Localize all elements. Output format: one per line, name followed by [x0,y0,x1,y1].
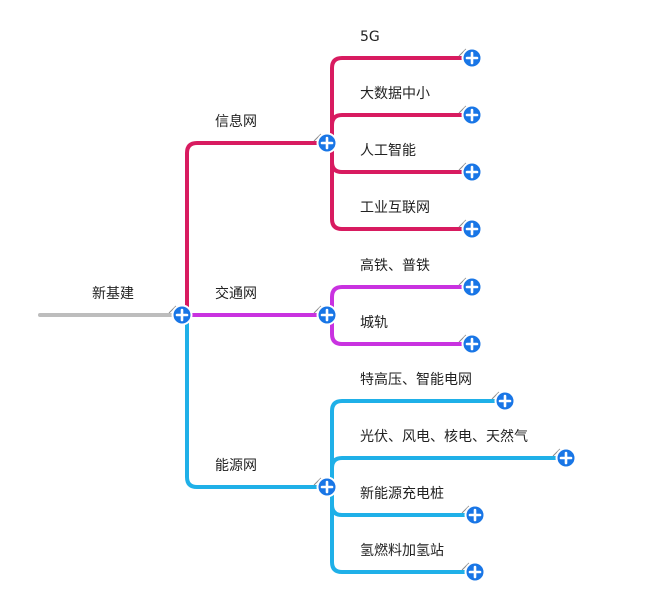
leaf-expand-button-1-4[interactable] [461,218,483,240]
branch-label-2: 交通网 [215,285,257,302]
leaf-expand-button-2-1[interactable] [461,276,483,298]
leaf-label-1-4: 工业互联网 [360,200,430,216]
leaf-label-2-1: 高铁、普铁 [360,257,430,274]
expand-buttons [171,47,577,583]
leaf-expand-button-1-1[interactable] [461,47,483,69]
leaf-expand-button-2-2[interactable] [461,333,483,355]
leaf-connector-2-2 [325,313,474,346]
leaf-label-1-3: 人工智能 [360,143,416,159]
branch-label-3: 能源网 [215,458,257,474]
leaf-label-2-2: 城轨 [360,315,388,331]
leaf-label-3-3: 新能源充电桩 [360,485,444,502]
branch-expand-button-2[interactable] [316,304,338,326]
connector-lines [38,48,568,574]
leaf-expand-button-1-2[interactable] [461,104,483,126]
leaf-connector-3-2 [325,456,568,489]
leaf-expand-button-3-3[interactable] [464,504,486,526]
leaf-label-3-1: 特高压、智能电网 [360,371,472,388]
leaf-label-3-4: 氢燃料加氢站 [360,542,444,559]
branch-expand-button-1[interactable] [316,132,338,154]
leaf-connector-2-1 [325,285,474,317]
root-topic-label: 新基建 [92,285,134,302]
leaf-expand-button-1-3[interactable] [461,161,483,183]
leaf-expand-button-3-1[interactable] [494,390,516,412]
leaf-label-1-1: 5G [360,29,380,45]
leaf-expand-button-3-2[interactable] [555,447,577,469]
root-expand-button[interactable] [171,304,193,326]
leaf-label-1-2: 大数据中小 [360,86,430,102]
leaf-expand-button-3-4[interactable] [464,561,486,583]
leaf-label-3-2: 光伏、风电、核电、天然气 [360,428,528,445]
leaf-connector-1-2 [325,113,474,145]
branch-expand-button-3[interactable] [316,476,338,498]
branch-label-1: 信息网 [215,113,257,130]
